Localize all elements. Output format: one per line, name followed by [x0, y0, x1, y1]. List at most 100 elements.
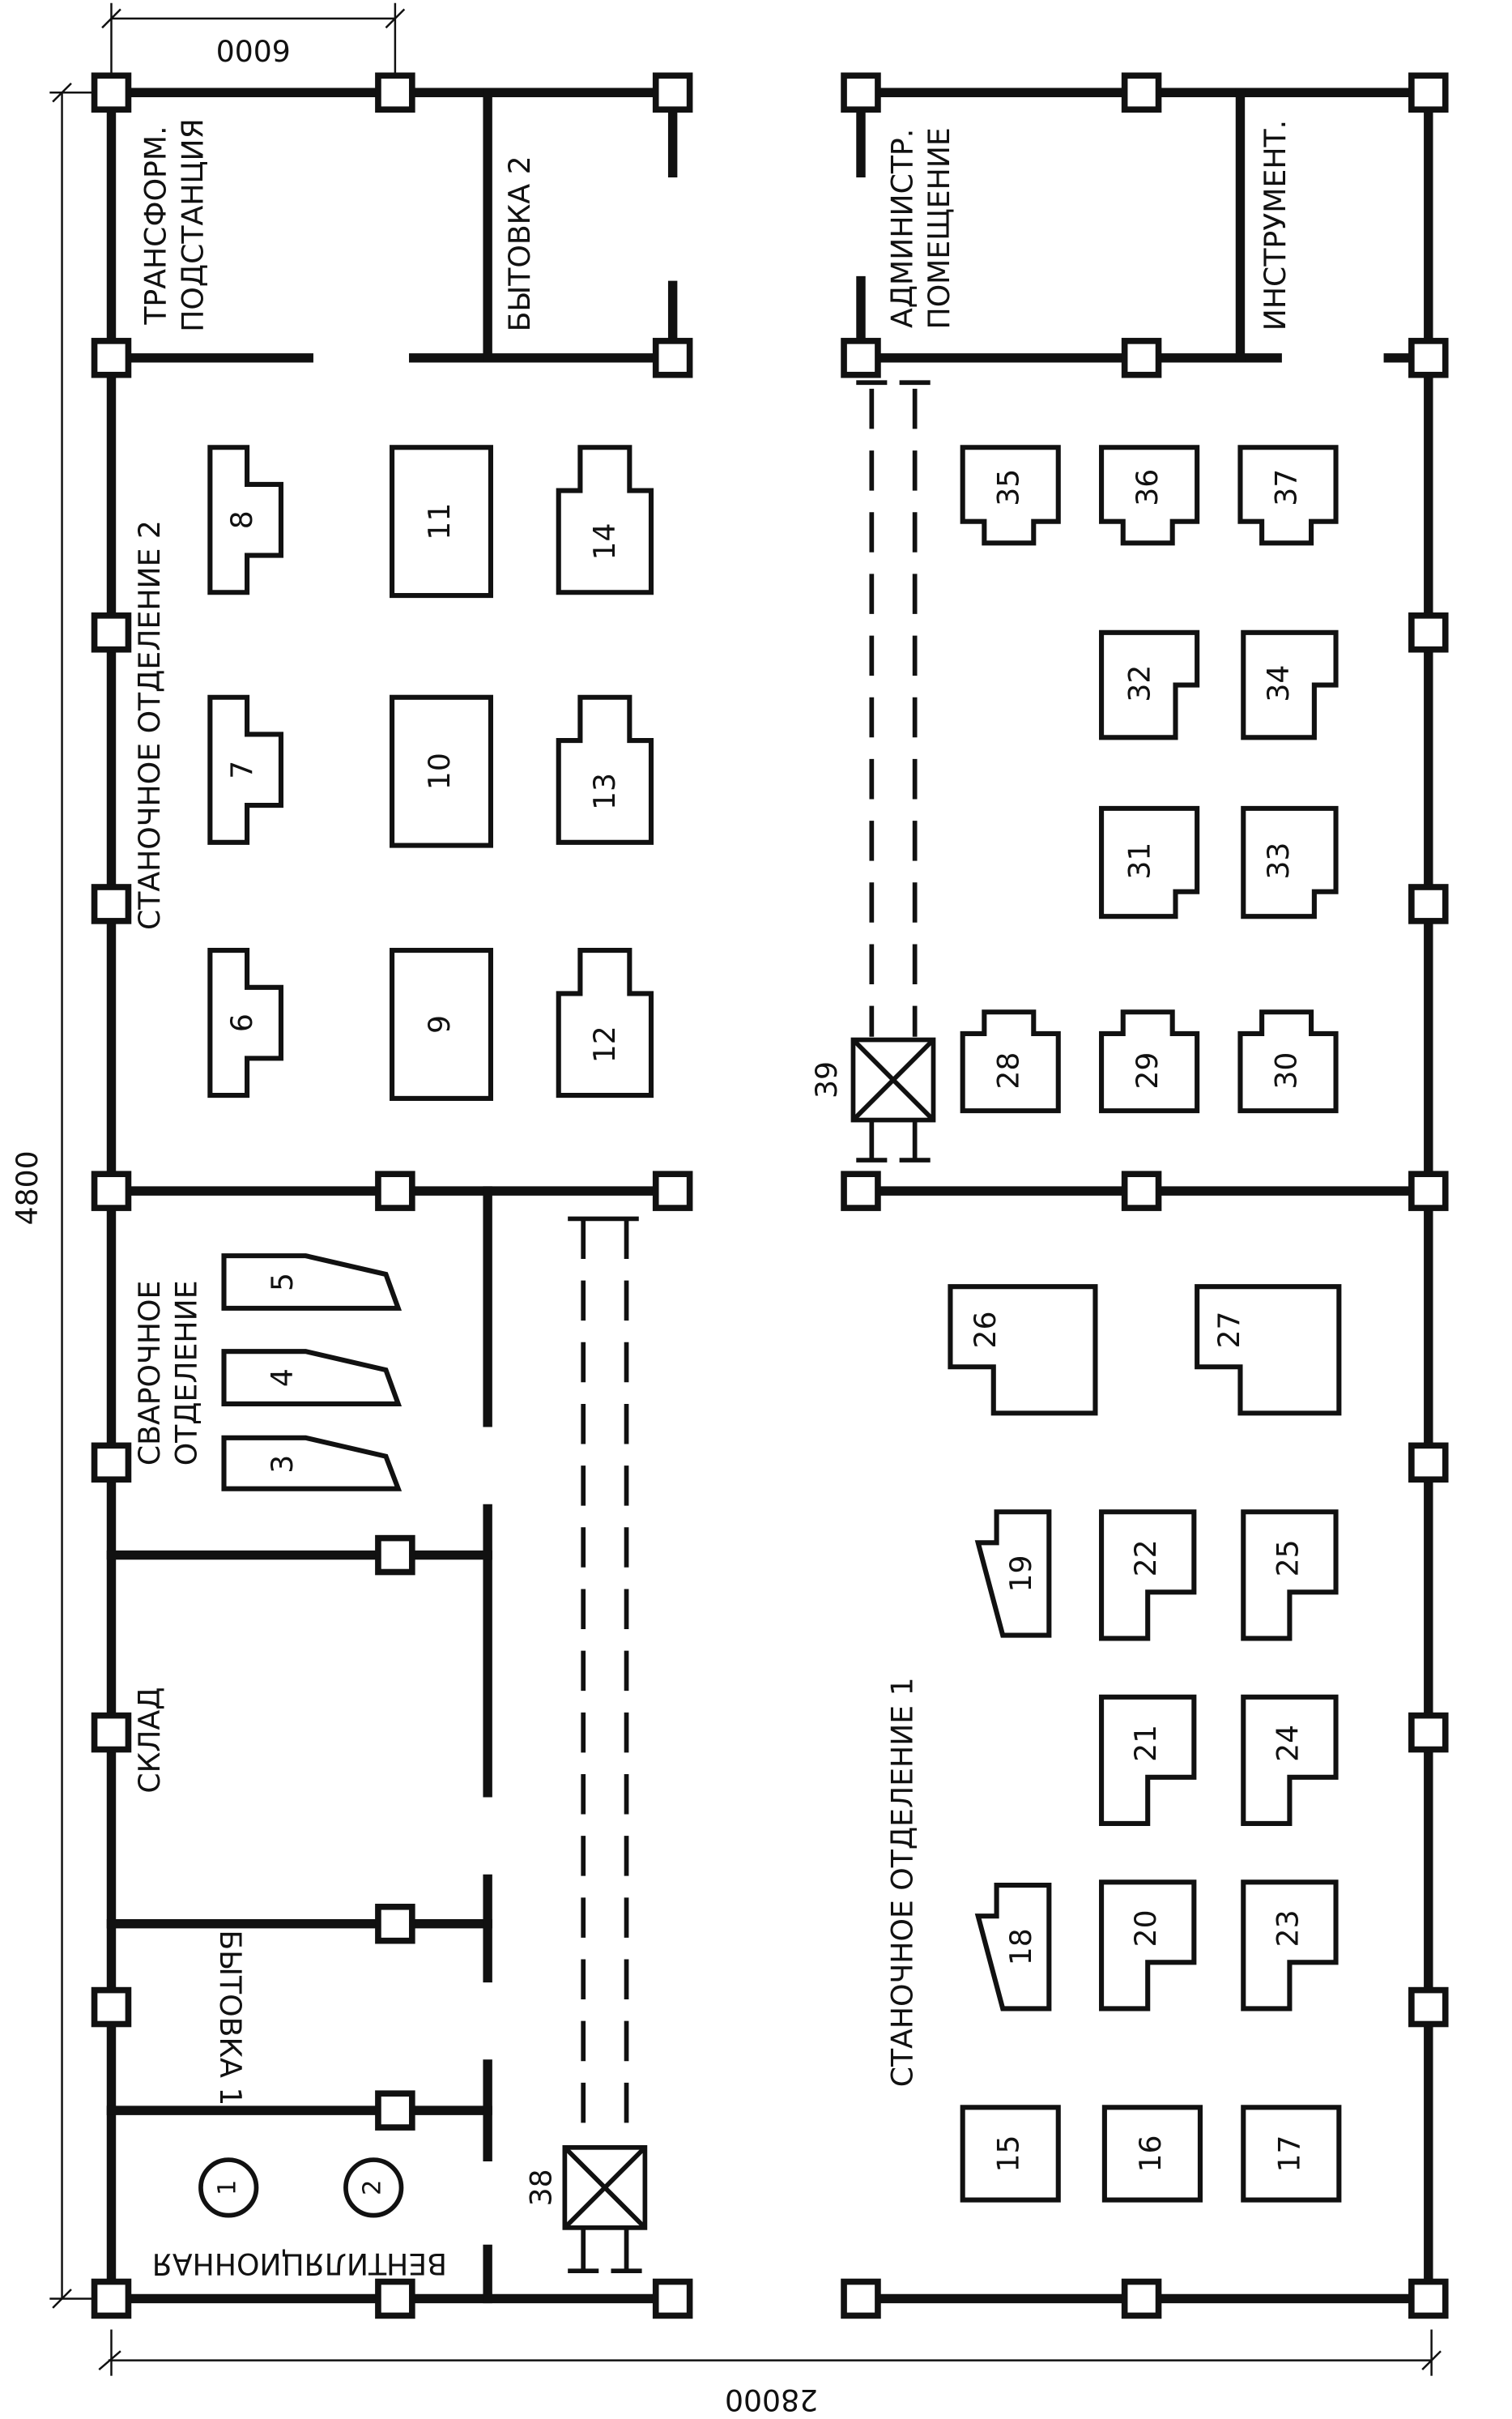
dimension-length: 28000 — [725, 2383, 818, 2417]
room-admin-line2: ПОМЕЩЕНИЕ — [922, 127, 956, 329]
equipment-12 — [556, 948, 654, 1099]
equipment-3 — [221, 1435, 402, 1491]
equipment-19-label: 19 — [1003, 1555, 1038, 1592]
columns — [91, 72, 1449, 2319]
equipment-18-label: 18 — [1003, 1928, 1038, 1965]
equipment-26-label: 26 — [968, 1312, 1003, 1349]
fan-2-label: 2 — [359, 2180, 387, 2195]
equipment-18 — [974, 1883, 1052, 2012]
equipment-29-label: 29 — [1130, 1052, 1165, 1090]
equipment-23 — [1241, 1879, 1339, 2012]
room-transformer-line1: ТРАНСФОРМ. — [138, 126, 173, 325]
dimension-height: 4800 — [10, 1150, 45, 1225]
equipment-17-label: 17 — [1271, 2135, 1306, 2172]
dimension-lines — [49, 2, 1442, 2376]
crane-rail-right — [869, 388, 918, 1037]
room-welding-line1: СВАРОЧНОЕ — [132, 1281, 167, 1465]
equipment-4-label: 4 — [265, 1368, 300, 1387]
equipment-16-label: 16 — [1133, 2135, 1168, 2172]
equipment-9 — [390, 948, 494, 1101]
equipment-6-label: 6 — [224, 1013, 259, 1032]
crane-38 — [562, 2144, 648, 2274]
equipment-34-label: 34 — [1261, 665, 1296, 702]
equipment-16 — [1101, 2105, 1203, 2203]
equipment-30 — [1237, 1009, 1339, 1114]
crane-38-label: 38 — [524, 2169, 559, 2206]
equipment-13-label: 13 — [587, 773, 622, 810]
equipment-33 — [1241, 805, 1339, 919]
equipment-31 — [1099, 805, 1200, 919]
room-ventilation: ВЕНТИЛЯЦИОННАЯ — [152, 2246, 447, 2281]
equipment-34 — [1241, 629, 1339, 740]
equipment-14-label: 14 — [587, 523, 622, 560]
equipment-21-label: 21 — [1128, 1725, 1163, 1762]
equipment-29 — [1099, 1009, 1200, 1114]
equipment-36 — [1099, 445, 1200, 546]
equipment-14 — [556, 445, 654, 595]
equipment-5-label: 5 — [265, 1273, 300, 1291]
equipment-35 — [960, 445, 1061, 546]
equipment-3-label: 3 — [265, 1455, 300, 1474]
room-tools: ИНСТРУМЕНТ. — [1258, 120, 1293, 331]
room-admin-line1: АДМИНИСТР. — [884, 129, 919, 328]
fans — [198, 2157, 404, 2218]
equipment-10 — [390, 694, 494, 848]
equipment-20 — [1099, 1879, 1197, 2012]
equipment-27-label: 27 — [1212, 1312, 1246, 1349]
equipment-6 — [207, 948, 284, 1099]
crane-rail-left — [581, 1218, 629, 2145]
equipment-7-label: 7 — [224, 761, 259, 779]
fan-1-label: 1 — [214, 2180, 242, 2195]
room-machine2: СТАНОЧНОЕ ОТДЕЛЕНИЕ 2 — [132, 520, 167, 930]
equipment-37 — [1237, 445, 1339, 546]
equipment-24 — [1241, 1694, 1339, 1826]
equipment-4 — [221, 1349, 402, 1406]
equipment-numbers: 3 4 5 6 7 8 9 10 11 12 13 14 15 16 17 18… — [224, 469, 1306, 2173]
equipment-15 — [960, 2105, 1061, 2203]
equipment-26 — [948, 1284, 1098, 1416]
equipment-13 — [556, 694, 654, 845]
equipment-37-label: 37 — [1268, 469, 1303, 506]
room-welding-line2: ОТДЕЛЕНИЕ — [169, 1280, 204, 1465]
room-utility2: БЫТОВКА 2 — [502, 156, 537, 331]
equipment-31-label: 31 — [1122, 843, 1157, 880]
equipment-12-label: 12 — [587, 1026, 622, 1063]
equipment-25-label: 25 — [1270, 1539, 1305, 1576]
room-warehouse: СКЛАД — [132, 1687, 167, 1794]
equipment-28-label: 28 — [991, 1052, 1026, 1090]
room-machine1: СТАНОЧНОЕ ОТДЕЛЕНИЕ 1 — [884, 1677, 919, 2087]
dimension-top-bay: 6000 — [216, 33, 291, 68]
equipment-8 — [207, 445, 284, 595]
equipment-24-label: 24 — [1270, 1725, 1305, 1762]
equipment-28 — [960, 1009, 1061, 1114]
room-utility1: БЫТОВКА 1 — [213, 1930, 248, 2105]
crane-39 — [850, 380, 936, 1163]
equipment-10-label: 10 — [422, 753, 457, 790]
equipment-25 — [1241, 1509, 1339, 1641]
fan-1 — [198, 2157, 259, 2218]
room-transformer-line2: ПОДСТАНЦИЯ — [175, 118, 210, 332]
equipment-33-label: 33 — [1261, 843, 1296, 880]
equipment-35-label: 35 — [991, 469, 1026, 506]
equipment-20-label: 20 — [1128, 1909, 1163, 1947]
equipment-9-label: 9 — [422, 1015, 457, 1034]
equipment-5 — [221, 1253, 402, 1311]
equipment-27 — [1195, 1284, 1342, 1416]
equipment-outlines — [207, 445, 1342, 2203]
equipment-30-label: 30 — [1268, 1052, 1303, 1090]
equipment-11-label: 11 — [422, 503, 457, 540]
fan-2 — [343, 2157, 404, 2218]
equipment-36-label: 36 — [1130, 469, 1165, 506]
equipment-8-label: 8 — [224, 510, 259, 529]
equipment-23-label: 23 — [1270, 1909, 1305, 1947]
equipment-17 — [1241, 2105, 1342, 2203]
equipment-32-label: 32 — [1122, 665, 1157, 702]
room-labels: ТРАНСФОРМ. ПОДСТАНЦИЯ БЫТОВКА 2 АДМИНИСТ… — [132, 118, 1293, 2280]
crane-39-label: 39 — [809, 1061, 844, 1099]
equipment-15-label: 15 — [991, 2135, 1026, 2172]
equipment-7 — [207, 694, 284, 845]
equipment-11 — [390, 445, 494, 599]
equipment-22-label: 22 — [1128, 1539, 1163, 1576]
walls — [106, 87, 1433, 2304]
